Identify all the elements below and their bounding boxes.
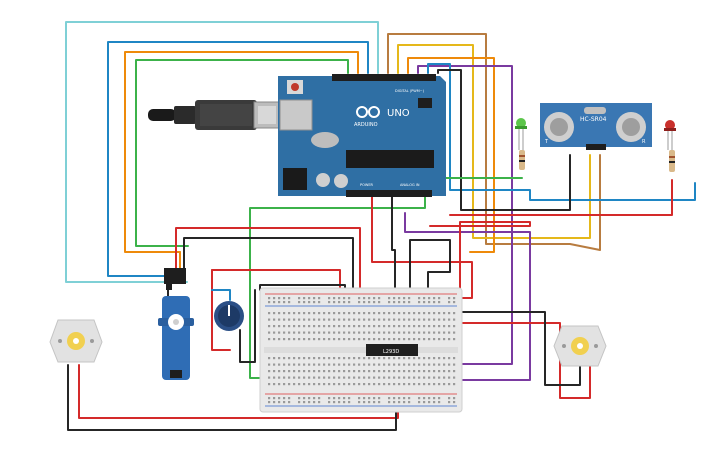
- sensor-transmitter-inner: [550, 118, 568, 136]
- analog-header: [346, 190, 432, 197]
- wire-green-left: [135, 59, 349, 247]
- analog-pins-label: ANALOG IN: [400, 183, 420, 187]
- breadboard[interactable]: [259, 287, 463, 413]
- wire-purple-right: [369, 65, 513, 365]
- wire-red-right-motor: [429, 221, 531, 301]
- servo-header-pin: [166, 284, 172, 290]
- crystal: [311, 132, 339, 148]
- wire-red-rail: [175, 227, 361, 301]
- potentiometer[interactable]: [214, 301, 244, 331]
- usb-jack: [279, 99, 313, 131]
- wire-red-motor-right: [379, 322, 591, 399]
- wires: [65, 21, 696, 431]
- resistor-red-band2: [669, 161, 675, 163]
- sensor-receiver-inner: [622, 118, 640, 136]
- reset-button-cap: [291, 83, 299, 91]
- sensor-mark-r: R: [642, 139, 646, 145]
- sensor-label: HC-SR04: [580, 116, 607, 123]
- digital-header: [332, 74, 436, 81]
- chip-label: L293D: [383, 349, 399, 355]
- resistor-green-band1: [519, 155, 525, 157]
- capacitor-1: [316, 173, 330, 187]
- dc-motor-left[interactable]: [49, 319, 103, 363]
- usb-cable: [148, 100, 281, 130]
- sensor-mark-t: T: [544, 139, 549, 145]
- ultrasonic-sensor[interactable]: HC-SR04 T R: [540, 103, 652, 150]
- power-jack: [283, 168, 307, 190]
- led-red[interactable]: [664, 120, 676, 172]
- servo-body: [162, 296, 190, 380]
- wire-black-top: [437, 69, 571, 211]
- digital-pins-label: DIGITAL (PWM~): [395, 89, 425, 93]
- servo-cable-exit: [170, 370, 182, 378]
- icsp-header: [418, 98, 432, 108]
- wire-black-gnd-1: [183, 237, 354, 301]
- servo-header: [164, 268, 186, 284]
- wire-purple-low: [404, 212, 531, 381]
- wire-black-gnd-2: [391, 194, 396, 301]
- power-pins-label: POWER: [360, 183, 374, 187]
- wire-red-led: [449, 179, 673, 216]
- servo-horn-center: [173, 319, 179, 325]
- capacitor-2: [334, 174, 348, 188]
- wire-blue-top: [107, 41, 369, 277]
- breadboard-trench: [264, 347, 458, 353]
- arduino-model-text: UNO: [387, 108, 410, 119]
- wire-yellow-top: [397, 44, 591, 239]
- wire-red-left: [211, 269, 231, 351]
- arduino-brand-text: ARDUINO: [354, 122, 378, 128]
- wire-black-motor-right: [399, 311, 581, 386]
- resistor-green-band2: [519, 160, 525, 162]
- arduino-logo: [356, 106, 380, 118]
- dc-motor-right[interactable]: [553, 325, 607, 367]
- wire-red-5v: [371, 194, 473, 299]
- wire-black-pot: [239, 289, 256, 363]
- motor-driver-chip[interactable]: L293D: [366, 344, 418, 356]
- resistor-red-band1: [669, 156, 675, 158]
- wire-blue-sensor: [427, 63, 696, 201]
- breadboard-holes: [268, 297, 456, 404]
- wire-orange-left: [124, 51, 359, 253]
- sensor-crystal: [584, 107, 606, 114]
- led-green[interactable]: [515, 118, 527, 170]
- wire-black-bb: [409, 239, 451, 301]
- wire-cyan-outer: [65, 21, 379, 283]
- wire-brown-top: [387, 33, 601, 251]
- servo-motor[interactable]: [158, 268, 194, 380]
- wire-blue-pot: [211, 289, 231, 301]
- sensor-pins: [586, 144, 606, 150]
- wire-orange-right: [407, 57, 495, 253]
- atmega-chip: [346, 150, 434, 168]
- arduino-uno-board[interactable]: UNO ARDUINO DIGITAL (PWM~) POWER ANALOG …: [278, 74, 446, 197]
